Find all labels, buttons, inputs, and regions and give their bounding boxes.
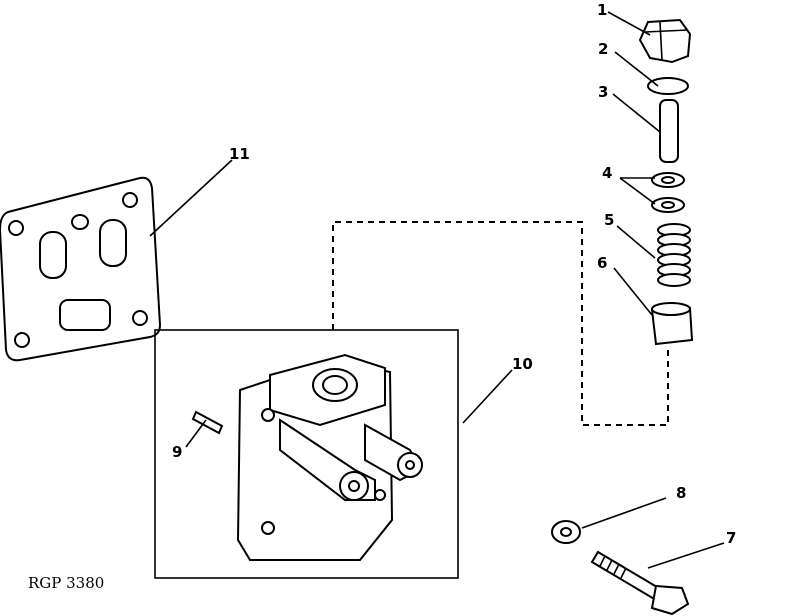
- callout-3: 3: [598, 83, 608, 101]
- plug-icon: [638, 18, 692, 64]
- callout-1: 1: [597, 1, 607, 19]
- o-ring-icon: [647, 77, 689, 95]
- pin-icon: [659, 99, 679, 163]
- dowel-pin-icon: [191, 410, 224, 435]
- callout-5: 5: [604, 211, 614, 229]
- housing-frame: [154, 329, 459, 579]
- assembly-dashed-outline: [332, 221, 669, 426]
- spring-icon: [657, 223, 691, 287]
- callout-6: 6: [597, 254, 607, 272]
- callout-4: 4: [602, 164, 612, 182]
- leader-lines: [149, 11, 725, 569]
- callout-11: 11: [229, 145, 250, 163]
- callout-10: 10: [512, 355, 533, 373]
- piston-icon: [650, 302, 694, 346]
- bolt-icon: [590, 550, 690, 616]
- washers-icon: [651, 172, 685, 213]
- washer-icon: [551, 520, 581, 544]
- gasket-icon: [0, 176, 162, 362]
- callout-7: 7: [726, 529, 736, 547]
- callout-2: 2: [598, 40, 608, 58]
- callout-8: 8: [676, 484, 686, 502]
- housing-icon: [236, 353, 423, 561]
- callout-9: 9: [172, 443, 182, 461]
- diagram-code: RGP 3380: [28, 574, 104, 592]
